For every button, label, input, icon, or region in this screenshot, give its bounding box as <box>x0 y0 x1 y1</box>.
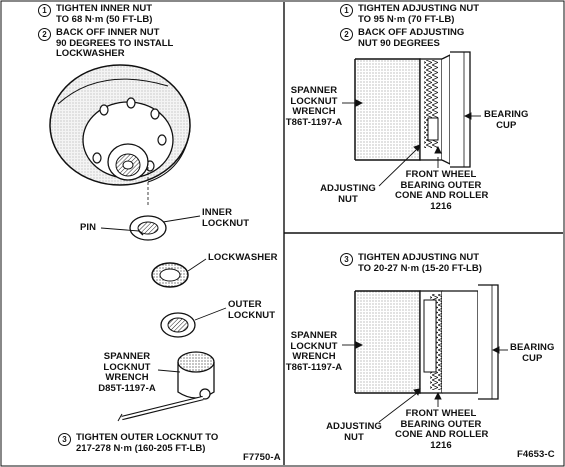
label-line: BEARING <box>484 109 529 120</box>
label-line: LOCKNUT <box>290 340 338 352</box>
top-right-leaders <box>342 99 481 187</box>
label-line: OUTER <box>228 299 262 310</box>
label-line: CONE AND ROLLER <box>395 429 489 440</box>
step-text-line: TO 95 N·m (70 FT-LB) <box>358 13 455 25</box>
step-text-line: BACK OFF ADJUSTING <box>358 27 465 38</box>
spanner-wrench-label-left: SPANNER LOCKNUT WRENCH D85T-1197-A <box>92 351 162 394</box>
label-line: BEARING <box>510 342 555 353</box>
left-leaders <box>100 215 227 373</box>
step-number-badge: 1 <box>340 4 353 17</box>
outer-locknut-part <box>160 312 196 338</box>
label-line: INNER <box>202 207 233 218</box>
label-line: FRONT WHEEL <box>405 408 477 419</box>
hub-assembly <box>49 64 191 205</box>
front-wheel-bearing-label-bottom: FRONT WHEEL BEARING OUTER CONE AND ROLLE… <box>395 408 489 451</box>
inner-locknut-part <box>129 215 167 241</box>
step-text-line: TO 68 N·m (50 FT-LB) <box>56 13 153 25</box>
label-line: NUT <box>338 193 358 205</box>
step-text-line: BACK OFF INNER NUT <box>56 27 160 38</box>
front-wheel-bearing-label-top: FRONT WHEEL BEARING OUTER CONE AND ROLLE… <box>395 169 489 212</box>
spanner-wrench-tool <box>117 351 215 422</box>
step-number-badge: 3 <box>340 253 353 266</box>
step-text-line: NUT 90 DEGREES <box>358 37 440 49</box>
spanner-wrench-label-bottom: SPANNER LOCKNUT WRENCH T86T-1197-A <box>284 330 344 373</box>
label-line: CUP <box>496 119 517 131</box>
step-text-line: LOCKWASHER <box>56 48 125 59</box>
label-line: 1216 <box>430 200 452 212</box>
label-line: WRENCH <box>292 351 336 362</box>
label-line: NUT <box>344 431 364 443</box>
inner-locknut-label: INNER LOCKNUT <box>202 207 250 229</box>
outer-locknut-label: OUTER LOCKNUT <box>228 299 276 321</box>
label-line: LOCKNUT <box>202 217 250 229</box>
label-line: SPANNER <box>290 85 338 96</box>
right-step-2: 2 BACK OFF ADJUSTING NUT 90 DEGREES <box>340 27 465 49</box>
step-text-line: 90 DEGREES TO INSTALL <box>56 37 174 49</box>
label-line: BEARING OUTER <box>400 179 482 191</box>
lockwasher-part <box>151 262 189 288</box>
bottom-right-leaders <box>342 341 508 423</box>
left-step-3: 3 TIGHTEN OUTER LOCKNUT TO 217-278 N·m (… <box>58 432 219 454</box>
step-text-line: TO 20-27 N·m (15-20 FT-LB) <box>358 262 482 274</box>
step-text-line: TIGHTEN OUTER LOCKNUT TO <box>76 432 219 443</box>
label-line: T86T-1197-A <box>285 361 343 373</box>
bearing-cup-label-bottom: BEARING CUP <box>510 342 555 364</box>
label-line: SPANNER <box>103 351 151 362</box>
label-line: WRENCH <box>105 372 149 383</box>
label-line: LOCKNUT <box>228 309 276 321</box>
step-text-line: TIGHTEN ADJUSTING NUT <box>358 252 480 263</box>
label-line: SPANNER <box>290 330 338 341</box>
label-line: 1216 <box>430 439 452 451</box>
left-step-1: 1 TIGHTEN INNER NUT TO 68 N·m (50 FT-LB) <box>38 3 153 25</box>
top-right-assembly <box>354 51 471 168</box>
label-line: CONE AND ROLLER <box>395 190 489 201</box>
label-line: BEARING OUTER <box>400 418 482 430</box>
pin-label: PIN <box>80 222 97 233</box>
step-text-line: TIGHTEN INNER NUT <box>56 3 153 14</box>
figure-id-right: F4653-C <box>517 449 555 460</box>
figure-id-left: F7750-A <box>243 452 281 463</box>
bottom-right-assembly <box>354 284 499 400</box>
step-number-badge: 3 <box>58 433 71 446</box>
label-line: D85T-1197-A <box>98 382 156 394</box>
bearing-cup-label-top: BEARING CUP <box>484 109 529 131</box>
right-step-1: 1 TIGHTEN ADJUSTING NUT TO 95 N·m (70 FT… <box>340 3 480 25</box>
label-line: LOCKNUT <box>103 361 151 373</box>
adjusting-nut-label-bottom: ADJUSTING NUT <box>324 421 384 443</box>
label-line: ADJUSTING <box>320 183 376 194</box>
step-number-badge: 2 <box>340 28 353 41</box>
label-line: WRENCH <box>292 106 336 117</box>
label-line: ADJUSTING <box>326 421 382 432</box>
right-step-3: 3 TIGHTEN ADJUSTING NUT TO 20-27 N·m (15… <box>340 252 482 274</box>
label-line: LOCKNUT <box>290 95 338 107</box>
label-line: CUP <box>522 352 543 364</box>
step-text-line: TIGHTEN ADJUSTING NUT <box>358 3 480 14</box>
step-number-badge: 1 <box>38 4 51 17</box>
spanner-wrench-label-top: SPANNER LOCKNUT WRENCH T86T-1197-A <box>284 85 344 128</box>
left-step-2: 2 BACK OFF INNER NUT 90 DEGREES TO INSTA… <box>38 27 174 60</box>
step-number-badge: 2 <box>38 28 51 41</box>
label-line: FRONT WHEEL <box>405 169 477 180</box>
step-text-line: 217-278 N·m (160-205 FT-LB) <box>76 442 206 454</box>
label-line: T86T-1197-A <box>285 116 343 128</box>
lockwasher-label: LOCKWASHER <box>208 252 278 263</box>
adjusting-nut-label-top: ADJUSTING NUT <box>318 183 378 205</box>
